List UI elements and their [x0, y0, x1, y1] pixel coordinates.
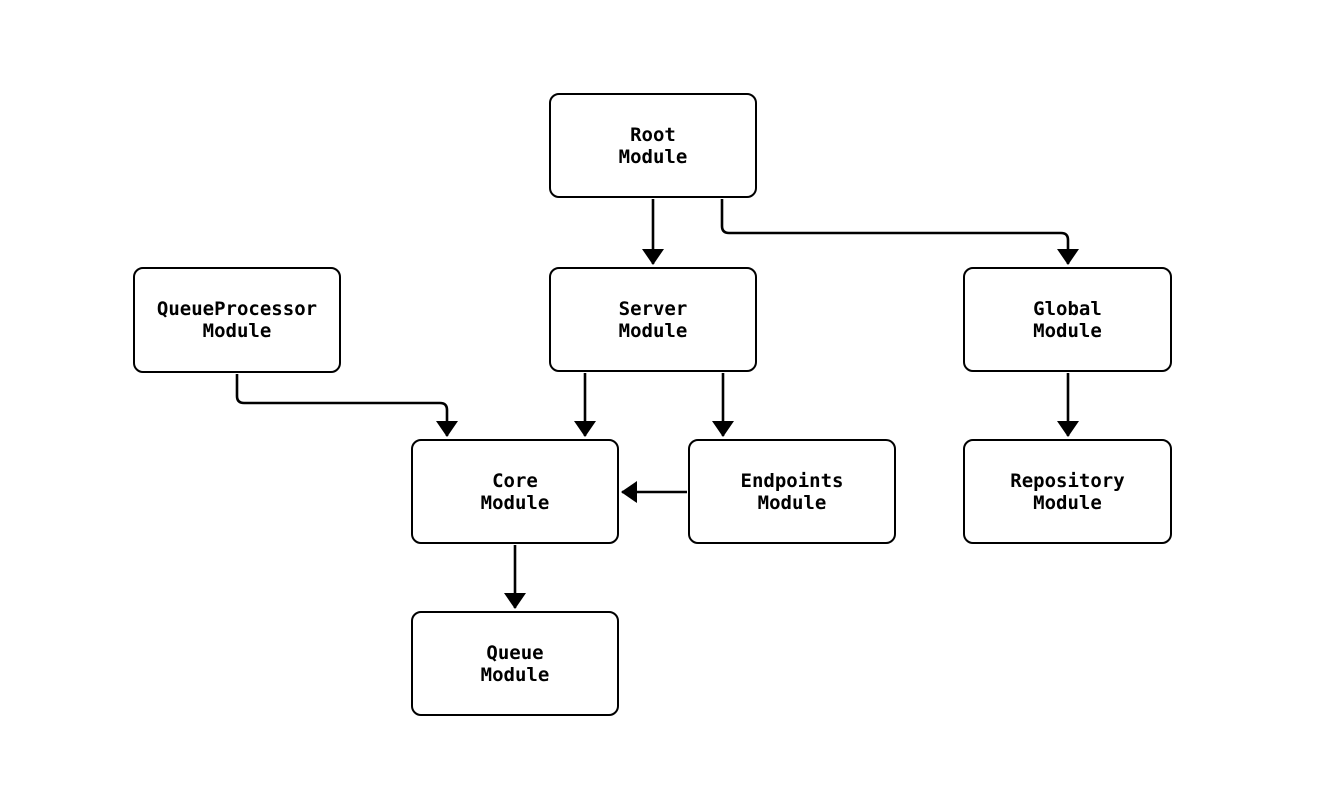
node-label: Repository Module	[1010, 469, 1125, 514]
node-endpoints-module: Endpoints Module	[688, 439, 896, 544]
node-label: Queue Module	[480, 641, 550, 686]
node-core-module: Core Module	[411, 439, 619, 544]
edge-queueprocessor-to-core	[235, 374, 458, 437]
node-label: Server Module	[618, 297, 688, 342]
node-label: Core Module	[480, 469, 550, 514]
node-label: Global Module	[1033, 297, 1102, 342]
edge-root-to-global	[720, 199, 1079, 265]
node-repository-module: Repository Module	[963, 439, 1172, 544]
node-global-module: Global Module	[963, 267, 1172, 372]
node-label: Root Module	[618, 123, 688, 168]
node-label: Endpoints Module	[740, 469, 844, 514]
node-queueprocessor-module: QueueProcessor Module	[133, 267, 341, 373]
node-label: QueueProcessor Module	[156, 298, 318, 342]
node-root-module: Root Module	[549, 93, 757, 198]
node-server-module: Server Module	[549, 267, 757, 372]
node-queue-module: Queue Module	[411, 611, 619, 716]
